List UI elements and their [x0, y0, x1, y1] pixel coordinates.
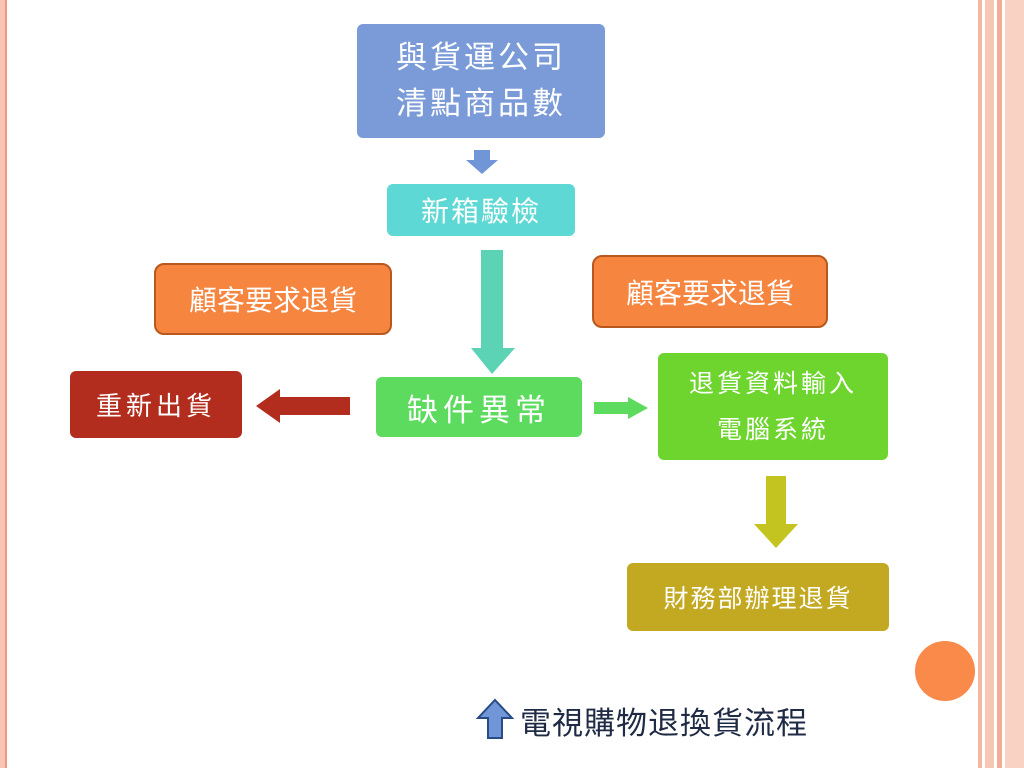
reship-label: 重新出貨: [95, 392, 216, 422]
missing-parts-box: 缺件異常: [376, 377, 582, 437]
missing-parts-label: 缺件異常: [407, 392, 551, 429]
right-border-gap: [1002, 0, 1005, 768]
inspection-box-label: 新箱驗檢: [420, 195, 541, 228]
right-border-stripe: [985, 0, 994, 768]
data-entry-box: 退貨資料輸入 電腦系統: [658, 353, 888, 460]
right-border-stripe: [1005, 0, 1024, 768]
start-box-line1: 與貨運公司: [396, 40, 566, 76]
customer-return-left-label: 顧客要求退貨: [188, 284, 357, 317]
data-entry-line1: 退貨資料輸入: [688, 368, 857, 398]
right-border-gap: [994, 0, 997, 768]
up-arrow-icon: [475, 698, 515, 739]
left-border-line: [5, 0, 7, 768]
down-arrow-icon: [471, 250, 515, 374]
customer-return-box-right: 顧客要求退貨: [592, 255, 828, 328]
down-arrow-icon: [466, 150, 498, 174]
customer-return-box-left: 顧客要求退貨: [154, 263, 392, 335]
data-entry-line2: 電腦系統: [716, 414, 829, 444]
left-arrow-icon: [256, 389, 350, 423]
customer-return-right-label: 顧客要求退貨: [625, 276, 794, 310]
right-border-stripe: [978, 0, 982, 768]
finance-label: 財務部辦理退貨: [663, 584, 853, 613]
right-border-gap: [982, 0, 985, 768]
finance-box: 財務部辦理退貨: [627, 563, 889, 631]
diagram-caption: 電視購物退換貨流程: [520, 706, 808, 742]
inspection-box: 新箱驗檢: [387, 184, 575, 236]
start-box: 與貨運公司 清點商品數: [357, 24, 605, 138]
reship-box: 重新出貨: [70, 371, 242, 438]
down-arrow-icon: [754, 476, 798, 548]
right-border-stripe: [997, 0, 1002, 768]
start-box-line2: 清點商品數: [396, 86, 566, 122]
decorative-circle: [915, 641, 975, 701]
right-arrow-icon: [594, 397, 648, 419]
left-border-stripe: [0, 0, 5, 768]
